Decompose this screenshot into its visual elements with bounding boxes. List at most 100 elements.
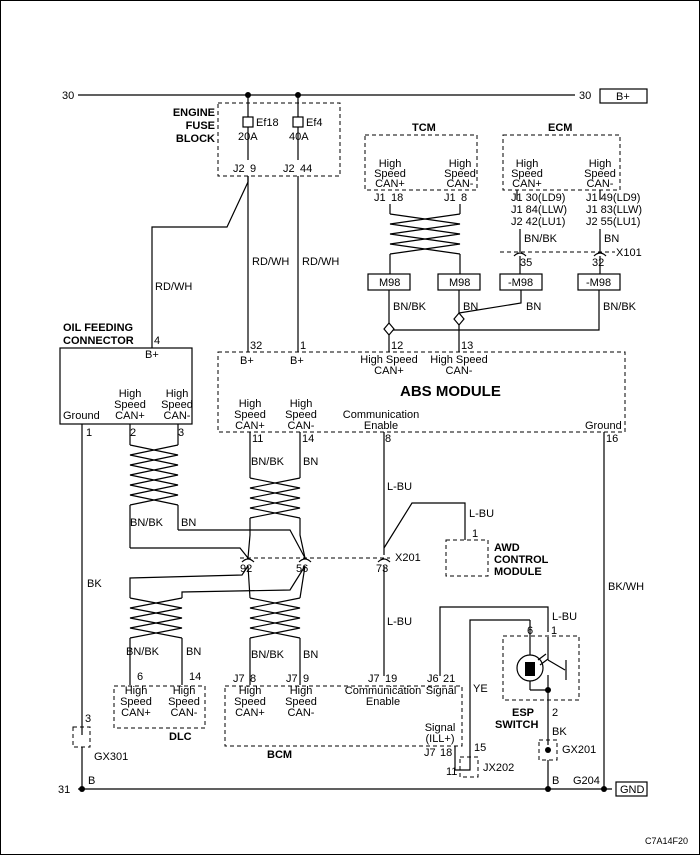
bcm-j6: J6 (427, 673, 439, 685)
dlc-canp-3: CAN+ (121, 707, 151, 719)
tcm-canp-l2: Speed (374, 168, 406, 180)
ecm-canp-r1: J1 30(LD9) (511, 192, 565, 204)
wire-rdwh-abs-1: RD/WH (252, 256, 289, 268)
m98-c-label: -M98 (508, 277, 533, 289)
wire-esp-lbu: L-BU (552, 611, 577, 623)
esp-pin-2: 2 (552, 707, 558, 719)
ecm-canp-l2: Speed (511, 168, 543, 180)
fuse-ef18-rating: 20A (238, 131, 258, 143)
wire-m98d-bnbk: BN/BK (603, 301, 637, 313)
esp-switch: L-BU YE 6 1 2 ESP SWITCH BK (439, 606, 580, 771)
awd-title-1: AWD (494, 542, 520, 554)
abs-module: ABS MODULE 32 1 12 13 B+ B+ High Speed C… (217, 340, 626, 445)
fuse-ef4-conn: J2 (283, 163, 295, 175)
esp-pin-1: 1 (551, 625, 557, 637)
oil-canm-1: High (166, 388, 189, 400)
fuse-block-title-1: ENGINE (173, 107, 215, 119)
ground-wiring: BK 3 GX301 B BK/WH GX201 B G204 15 11 JX… (58, 424, 648, 797)
fuse-ef4-symbol (292, 116, 304, 128)
dlc-canp-1: High (125, 685, 148, 697)
wire-dlc-bnbk: BN/BK (126, 646, 160, 658)
x201-pin-56: 56 (296, 563, 308, 575)
bcm-title: BCM (267, 749, 292, 761)
oil-bplus: B+ (145, 349, 159, 361)
bcm-canp-3: CAN+ (235, 707, 265, 719)
abs-canm-3: CAN- (288, 420, 315, 432)
ecm-canp-r3: J2 42(LU1) (511, 216, 565, 228)
wire-rdwh-abs-2: RD/WH (302, 256, 339, 268)
wire-abs-bnbk: BN/BK (251, 456, 285, 468)
oil-connector-body (59, 347, 193, 425)
bplus-terminal (599, 88, 648, 104)
abs-bplus-1: B+ (240, 355, 254, 367)
bcm-ill-2: (ILL+) (425, 733, 454, 745)
abs-pin-8: 8 (385, 433, 391, 445)
gnd-terminal (615, 781, 648, 797)
oil-ground: Ground (63, 410, 100, 422)
fuse-ef4-rating: 40A (289, 131, 309, 143)
ecm-canm-l2: Speed (584, 168, 616, 180)
wire-oil-bn: BN (181, 517, 196, 529)
gx301-name: GX301 (94, 751, 128, 763)
dlc-connector: 6 14 High Speed CAN+ High Speed CAN- DLC (113, 671, 206, 743)
bcm-comm-1: Communication (345, 685, 421, 697)
ecm-wires: BN/BK BN X101 35 32 (500, 229, 642, 274)
bcm-j7-19: J7 (368, 673, 380, 685)
awd-title-2: CONTROL (494, 554, 549, 566)
wire-oil-bk: BK (87, 578, 102, 590)
esp-title-1: ESP (512, 707, 534, 719)
dlc-title: DLC (169, 731, 192, 743)
oil-title-2: CONNECTOR (63, 335, 134, 347)
dlc-canp-2: Speed (120, 696, 152, 708)
oil-canp-3: CAN+ (115, 410, 145, 422)
wire-bcm-bnbk: BN/BK (251, 649, 285, 661)
abs-canp-3: CAN+ (235, 420, 265, 432)
wire-ecm-bn: BN (604, 233, 619, 245)
bcm-canm-3: CAN- (288, 707, 315, 719)
abs-hs-canp-2: CAN+ (374, 365, 404, 377)
tcm-canm-l3: CAN- (447, 178, 474, 190)
g204-name: G204 (573, 775, 600, 787)
m98-b-label: M98 (449, 277, 470, 289)
dlc-canm-3: CAN- (171, 707, 198, 719)
wire-ecm-bnbk: BN/BK (524, 233, 558, 245)
abs-pin-1: 1 (300, 340, 306, 352)
wire-rdwh-oil: RD/WH (155, 281, 192, 293)
gx301-pin: 3 (85, 713, 91, 725)
wire-lbu-bcm: L-BU (387, 616, 412, 628)
oil-canp-1: High (119, 388, 142, 400)
abs-pin-11: 11 (252, 433, 263, 445)
bcm-signal: Signal (426, 685, 457, 697)
ground-b-right: B (552, 775, 559, 787)
tcm-canp-conn: J1 (374, 192, 386, 204)
wire-bcm-bn: BN (303, 649, 318, 661)
ecm-title: ECM (548, 122, 572, 134)
power-pin-right: 30 (579, 90, 591, 102)
bplus-label: B+ (616, 91, 630, 103)
wire-lbu-awd: L-BU (469, 508, 494, 520)
ecm-canm-l3: CAN- (587, 178, 614, 190)
m98-splices: M98 M98 -M98 -M98 (367, 273, 621, 291)
tcm-title: TCM (412, 122, 436, 134)
m98-d-label: -M98 (586, 277, 611, 289)
dlc-pin-6: 6 (137, 671, 143, 683)
bcm-pin-19: 19 (385, 673, 397, 685)
x101-name: X101 (616, 247, 642, 259)
tcm-canm-pin: 8 (461, 192, 467, 204)
wire-abs-bn: BN (303, 456, 318, 468)
x201-lower-wires: BN/BK BN BN/BK BN (126, 565, 318, 685)
bcm-ill-1: Signal (425, 722, 456, 734)
bcm-comm-2: Enable (366, 696, 400, 708)
ecm-canp-l1: High (516, 158, 539, 170)
abs-canp-1: High (239, 398, 262, 410)
oil-title-1: OIL FEEDING (63, 322, 133, 334)
oil-twisted-pair: BN/BK BN (129, 424, 306, 559)
oil-canm-2: Speed (161, 399, 193, 411)
dlc-canm-1: High (173, 685, 196, 697)
jx202-pin-11: 11 (446, 766, 457, 778)
tcm-canm-l1: High (449, 158, 472, 170)
bcm-j7-18: J7 (424, 747, 436, 759)
bcm-canp-1: High (239, 685, 262, 697)
abs-pin-32: 32 (250, 340, 262, 352)
abs-hs-canp-1: High Speed (360, 354, 418, 366)
